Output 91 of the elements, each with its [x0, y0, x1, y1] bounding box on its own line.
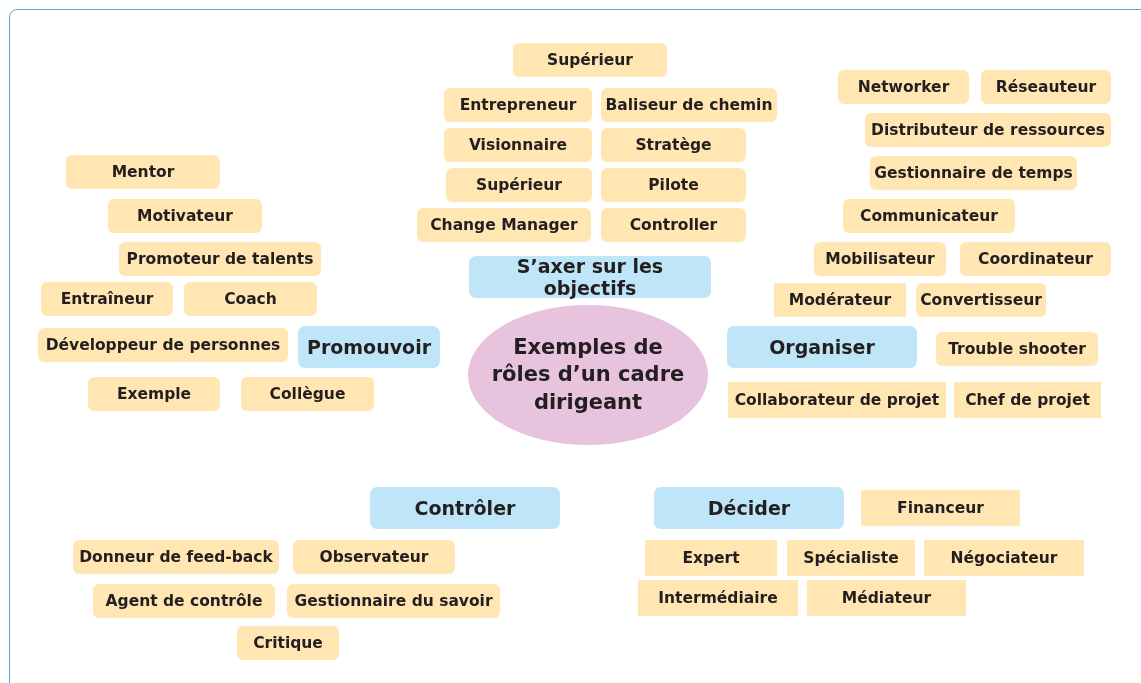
role-box [838, 70, 969, 104]
role-box [184, 282, 317, 316]
role-label: Décider [707, 497, 791, 519]
role-box [638, 580, 798, 616]
category-box [654, 487, 844, 529]
role-label: Donneur de feed-back [79, 548, 273, 566]
role-label: Change Manager [430, 216, 578, 234]
role-box [241, 377, 374, 411]
role-box [237, 626, 339, 660]
role-label: Gestionnaire du savoir [294, 592, 493, 610]
role-label: Communicateur [860, 207, 998, 225]
role-label: Médiateur [841, 589, 932, 607]
role-box [38, 328, 288, 362]
role-label: Mobilisateur [825, 250, 935, 268]
role-box [954, 382, 1101, 418]
role-label: Mentor [111, 163, 175, 181]
role-box [865, 113, 1111, 147]
role-box [981, 70, 1111, 104]
role-label: S’axer sur les objectifs [515, 255, 665, 299]
role-box [916, 283, 1046, 317]
role-label: Financeur [897, 499, 984, 517]
role-label: Coordinateur [978, 250, 1093, 268]
role-box [861, 490, 1020, 526]
role-box [728, 382, 946, 418]
role-label: Entrepreneur [459, 96, 577, 114]
role-box [774, 283, 906, 317]
role-label: Modérateur [788, 291, 892, 309]
role-label: Supérieur [476, 176, 562, 194]
role-label: Trouble shooter [948, 340, 1086, 358]
role-box [936, 332, 1098, 366]
role-label: Collègue [269, 385, 346, 403]
role-label: Networker [857, 78, 950, 96]
role-label: Motivateur [137, 207, 233, 225]
role-box [924, 540, 1084, 576]
role-label: Chef de projet [965, 391, 1090, 409]
role-label: Promoteur de talents [126, 250, 314, 268]
role-box [601, 128, 746, 162]
role-box [66, 155, 220, 189]
role-label: Exemple [116, 385, 192, 403]
role-label: Négociateur [950, 549, 1058, 567]
role-label: Gestionnaire de temps [874, 164, 1073, 182]
role-label: Entraîneur [60, 290, 154, 308]
role-box [870, 156, 1077, 190]
category-box [727, 326, 917, 368]
role-label: Intermédiaire [658, 589, 778, 607]
role-box [601, 88, 777, 122]
role-box [843, 199, 1015, 233]
role-box [108, 199, 262, 233]
role-box [293, 540, 455, 574]
role-box [93, 584, 275, 618]
role-label: Promouvoir [306, 336, 432, 358]
role-label: Spécialiste [803, 549, 899, 567]
role-label: Organiser [769, 336, 875, 358]
role-label: Expert [682, 549, 740, 567]
role-label: Coach [224, 290, 277, 308]
role-box [88, 377, 220, 411]
role-label: Supérieur [547, 51, 633, 69]
role-box [513, 43, 667, 77]
role-box [41, 282, 173, 316]
role-box [444, 88, 592, 122]
role-label: Stratège [635, 136, 712, 154]
title-text: Exemples de rôles d’un cadre dirigeant [490, 334, 686, 416]
role-label: Observateur [319, 548, 429, 566]
role-box [960, 242, 1111, 276]
role-label: Baliseur de chemin [605, 96, 773, 114]
category-box [469, 256, 711, 298]
role-box [787, 540, 915, 576]
role-box [814, 242, 946, 276]
role-label: Visionnaire [468, 136, 568, 154]
role-label: Agent de contrôle [105, 592, 263, 610]
role-label: Critique [253, 634, 323, 652]
role-box [807, 580, 966, 616]
category-box [298, 326, 440, 368]
role-box [601, 208, 746, 242]
role-label: Convertisseur [920, 291, 1042, 309]
role-box [73, 540, 279, 574]
role-box [417, 208, 591, 242]
category-box [370, 487, 560, 529]
role-box [601, 168, 746, 202]
role-box [287, 584, 500, 618]
role-label: Collaborateur de projet [734, 391, 940, 409]
role-box [446, 168, 592, 202]
role-box [444, 128, 592, 162]
role-label: Réseauteur [995, 78, 1097, 96]
role-label: Contrôler [414, 497, 516, 519]
role-box [119, 242, 321, 276]
role-label: Développeur de personnes [45, 336, 281, 354]
role-box [645, 540, 777, 576]
role-label: Pilote [648, 176, 699, 194]
role-label: Distributeur de ressources [871, 121, 1105, 139]
role-label: Controller [629, 216, 718, 234]
